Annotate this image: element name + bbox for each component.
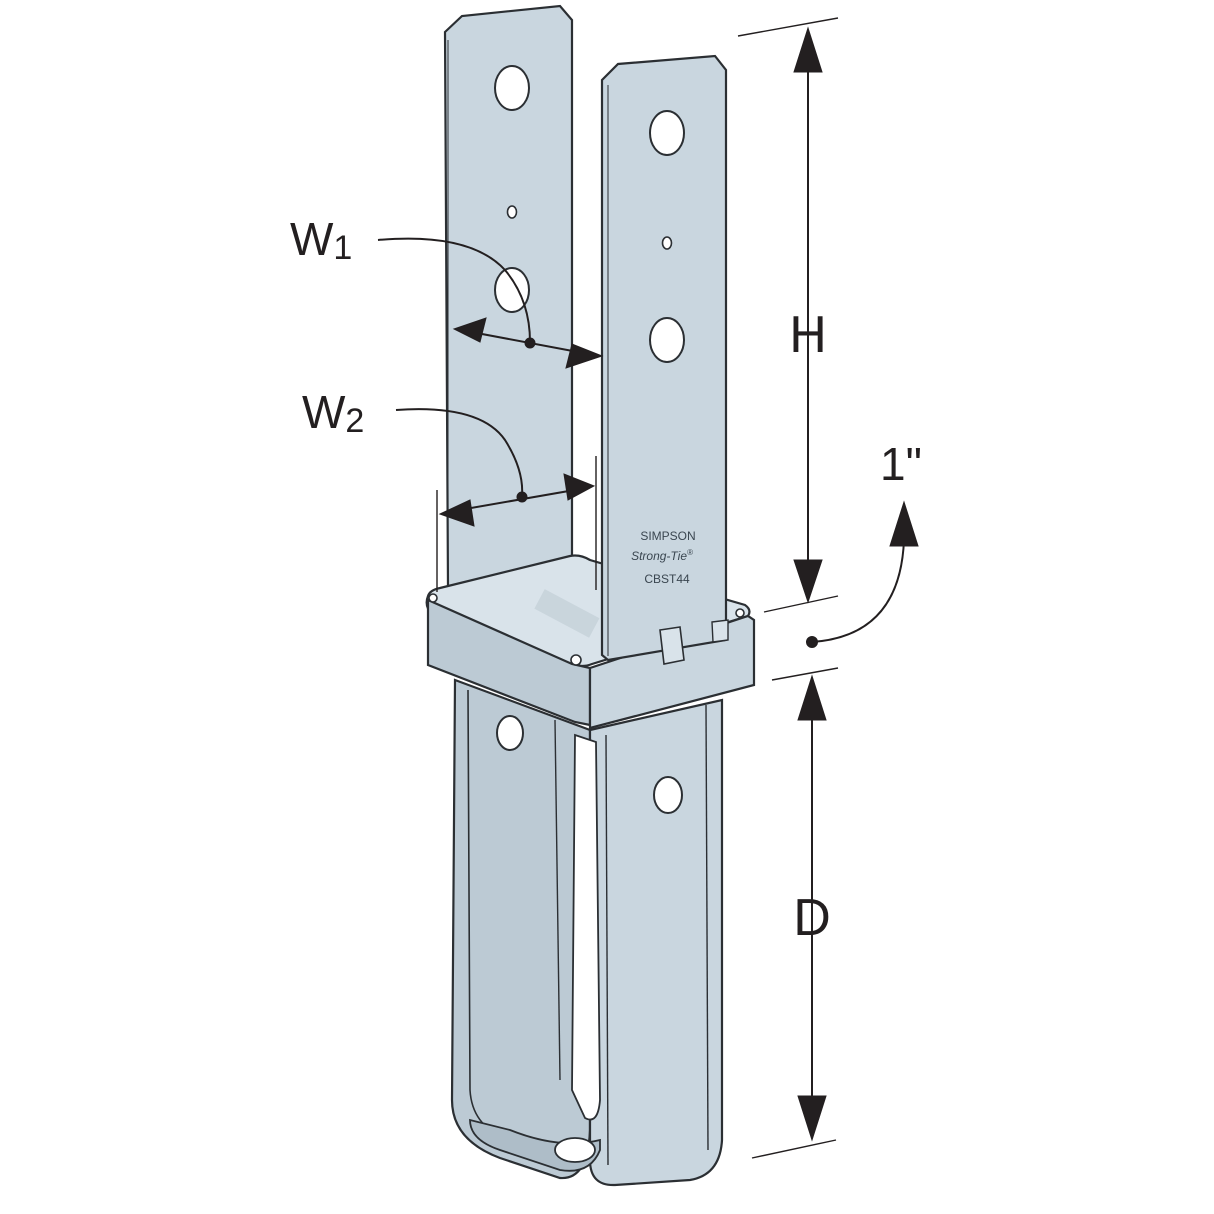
label-w1: W1 <box>290 213 352 267</box>
sleeve-hole-front <box>653 776 683 814</box>
right-strap-nail-hole <box>661 236 673 250</box>
right-strap-hole-bottom <box>649 317 685 363</box>
left-strap <box>443 4 574 592</box>
sleeve-front-panel <box>588 698 724 1187</box>
left-strap-hole-bottom <box>494 267 530 313</box>
label-d: D <box>793 889 831 947</box>
dimension-offset <box>771 500 919 681</box>
dimension-d <box>751 674 837 1159</box>
dimension-w1 <box>377 237 604 369</box>
left-strap-nail-hole <box>506 205 518 219</box>
label-w2: W2 <box>302 386 364 440</box>
lower-sleeve <box>450 678 724 1187</box>
sleeve-slot <box>571 733 601 1121</box>
stamp-subbrand: Strong-Tie® <box>631 548 693 563</box>
right-strap: SIMPSON Strong-Tie® CBST44 <box>600 54 729 665</box>
bottom-drain-hole <box>554 1137 596 1163</box>
dimension-w2 <box>395 408 597 592</box>
label-offset: 1" <box>880 438 922 490</box>
sleeve-hole-left <box>496 715 524 751</box>
left-strap-hole-top <box>494 65 530 111</box>
dimension-h <box>737 17 839 613</box>
stamp-model: CBST44 <box>644 572 690 586</box>
stamp-brand: SIMPSON <box>640 529 695 543</box>
right-strap-hole-top <box>649 110 685 156</box>
label-h: H <box>789 306 827 364</box>
